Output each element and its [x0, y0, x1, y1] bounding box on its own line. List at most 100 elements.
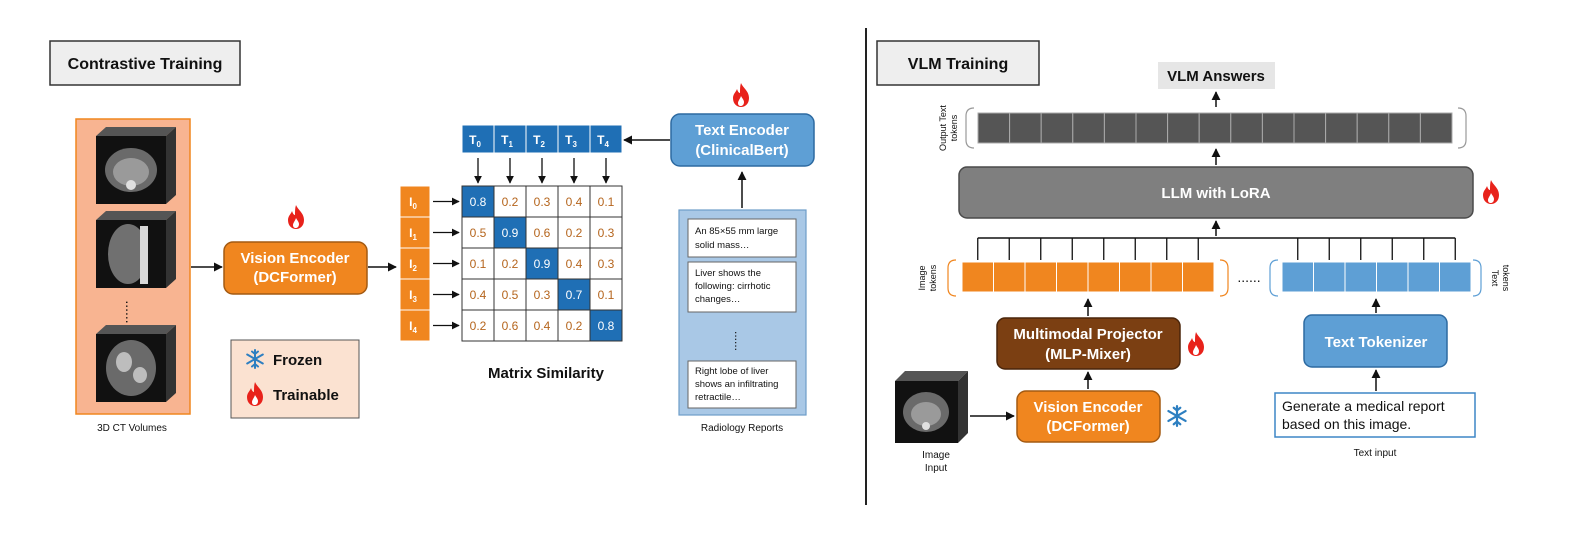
vlm-encoder-snowflake-icon	[1167, 405, 1187, 427]
image-bracket-left	[947, 259, 957, 297]
text-token-3	[1376, 261, 1409, 293]
text-encoder-line2: (ClinicalBert)	[695, 142, 788, 159]
image-token-0	[961, 261, 994, 293]
vision-encoder-line1: Vision Encoder	[241, 250, 350, 267]
matrix-value-0-1: 0.2	[502, 195, 519, 209]
report-2-line3: changes…	[695, 294, 740, 305]
matrix-value-0-4: 0.1	[598, 195, 615, 209]
matrix-value-4-0: 0.2	[470, 319, 487, 333]
matrix-cell-1-1	[493, 216, 527, 249]
text-tokens-label-line1: Text	[1490, 270, 1500, 287]
vision-encoder-box	[223, 241, 368, 295]
image-token-row	[961, 261, 1215, 293]
matrix-cell-2-2	[525, 247, 559, 280]
report-1-line1: An 85×55 mm large	[695, 226, 778, 237]
text-embedding-2	[525, 124, 559, 154]
matrix-cell-3-4	[589, 278, 623, 311]
matrix-value-2-4: 0.3	[598, 257, 615, 271]
report-2-line2: following: cirrhotic	[695, 281, 771, 292]
text-token-1	[1313, 261, 1346, 293]
image-tokens-label-line2: tokens	[928, 264, 938, 291]
output-token-13	[1388, 112, 1421, 144]
contrastive-title: Contrastive Training	[68, 56, 223, 73]
text-embedding-1	[493, 124, 527, 154]
matrix-value-1-2: 0.6	[534, 226, 551, 240]
output-token-0	[977, 112, 1011, 144]
matrix-value-0-3: 0.4	[566, 195, 583, 209]
matrix-value-4-2: 0.4	[534, 319, 551, 333]
image-token-3	[1056, 261, 1089, 293]
image-embedding-label-3: I3	[409, 288, 417, 304]
contrastive-training-panel: Contrastive Training ...... 3D C	[49, 40, 815, 434]
image-embedding-label-2: I2	[409, 257, 417, 273]
image-token-2	[1024, 261, 1057, 293]
output-token-11	[1325, 112, 1358, 144]
text-tokens-label-line2: tokens	[1501, 265, 1511, 292]
matrix-cell-0-1	[493, 185, 527, 218]
image-tokens-label-line1: Image	[917, 265, 927, 290]
matrix-cell-4-0	[461, 309, 495, 342]
ct-cube-3	[96, 325, 176, 402]
output-token-12	[1356, 112, 1390, 144]
report-3-line3: retractile…	[695, 392, 741, 403]
image-input-line2: Input	[925, 463, 947, 474]
llm-label: LLM with LoRA	[1161, 185, 1270, 202]
matrix-value-2-1: 0.2	[502, 257, 519, 271]
matrix-value-3-4: 0.1	[598, 288, 615, 302]
text-token-0	[1281, 261, 1314, 293]
token-ellipsis: ......	[1237, 269, 1260, 285]
prompt-line1: Generate a medical report	[1282, 398, 1445, 414]
ct-caption: 3D CT Volumes	[97, 423, 167, 434]
matrix-cell-4-1	[493, 309, 527, 342]
matrix-value-1-0: 0.5	[470, 226, 487, 240]
projector-line1: Multimodal Projector	[1013, 326, 1162, 343]
output-bracket-right	[1457, 107, 1467, 149]
report-card-2	[687, 261, 797, 313]
report-1-line2: solid mass…	[695, 240, 749, 251]
matrix-cell-4-4	[589, 309, 623, 342]
report-3-line2: shows an infiltrating	[695, 379, 778, 390]
matrix-value-0-2: 0.3	[534, 195, 551, 209]
image-embedding-2	[399, 247, 431, 280]
prompt-line2: based on this image.	[1282, 416, 1411, 432]
image-embedding-label-1: I1	[409, 226, 417, 242]
output-token-5	[1135, 112, 1169, 144]
output-token-8	[1230, 112, 1263, 144]
vlm-answers: VLM Answers	[1167, 68, 1265, 85]
text-embedding-4	[589, 124, 623, 154]
image-input-line1: Image	[922, 450, 950, 461]
ct-cube-1	[96, 127, 176, 204]
text-token-2	[1344, 261, 1377, 293]
matrix-value-2-3: 0.4	[566, 257, 583, 271]
ct-cube-2	[96, 211, 176, 288]
output-token-14	[1419, 112, 1453, 144]
output-token-4	[1103, 112, 1137, 144]
text-token-5	[1439, 261, 1472, 293]
text-encoder-box	[670, 113, 815, 167]
contrastive-title-box	[49, 40, 241, 86]
vlm-vision-encoder-line2: (DCFormer)	[1046, 418, 1129, 435]
matrix-cell-2-1	[493, 247, 527, 280]
output-token-10	[1293, 112, 1327, 144]
text-encoder-line1: Text Encoder	[695, 122, 789, 139]
matrix-cell-2-4	[589, 247, 623, 280]
output-token-1	[1009, 112, 1042, 144]
legend-frozen: Frozen	[273, 352, 322, 369]
matrix-cell-1-0	[461, 216, 495, 249]
projector-flame-icon	[1188, 332, 1204, 356]
llm-box	[958, 166, 1474, 219]
ct-ellipsis: ......	[123, 300, 139, 323]
matrix-value-4-3: 0.2	[566, 319, 583, 333]
image-token-5	[1119, 261, 1152, 293]
matrix-cell-3-2	[525, 278, 559, 311]
image-token-6	[1150, 261, 1183, 293]
text-bracket-right	[1472, 259, 1482, 297]
matrix-cell-0-4	[589, 185, 623, 218]
projector-box	[996, 317, 1181, 370]
text-bracket-left	[1269, 259, 1279, 297]
tokenizer-label: Text Tokenizer	[1325, 334, 1428, 351]
image-embedding-1	[399, 216, 431, 249]
image-embedding-label-0: I0	[409, 195, 417, 211]
matrix-value-2-0: 0.1	[470, 257, 487, 271]
